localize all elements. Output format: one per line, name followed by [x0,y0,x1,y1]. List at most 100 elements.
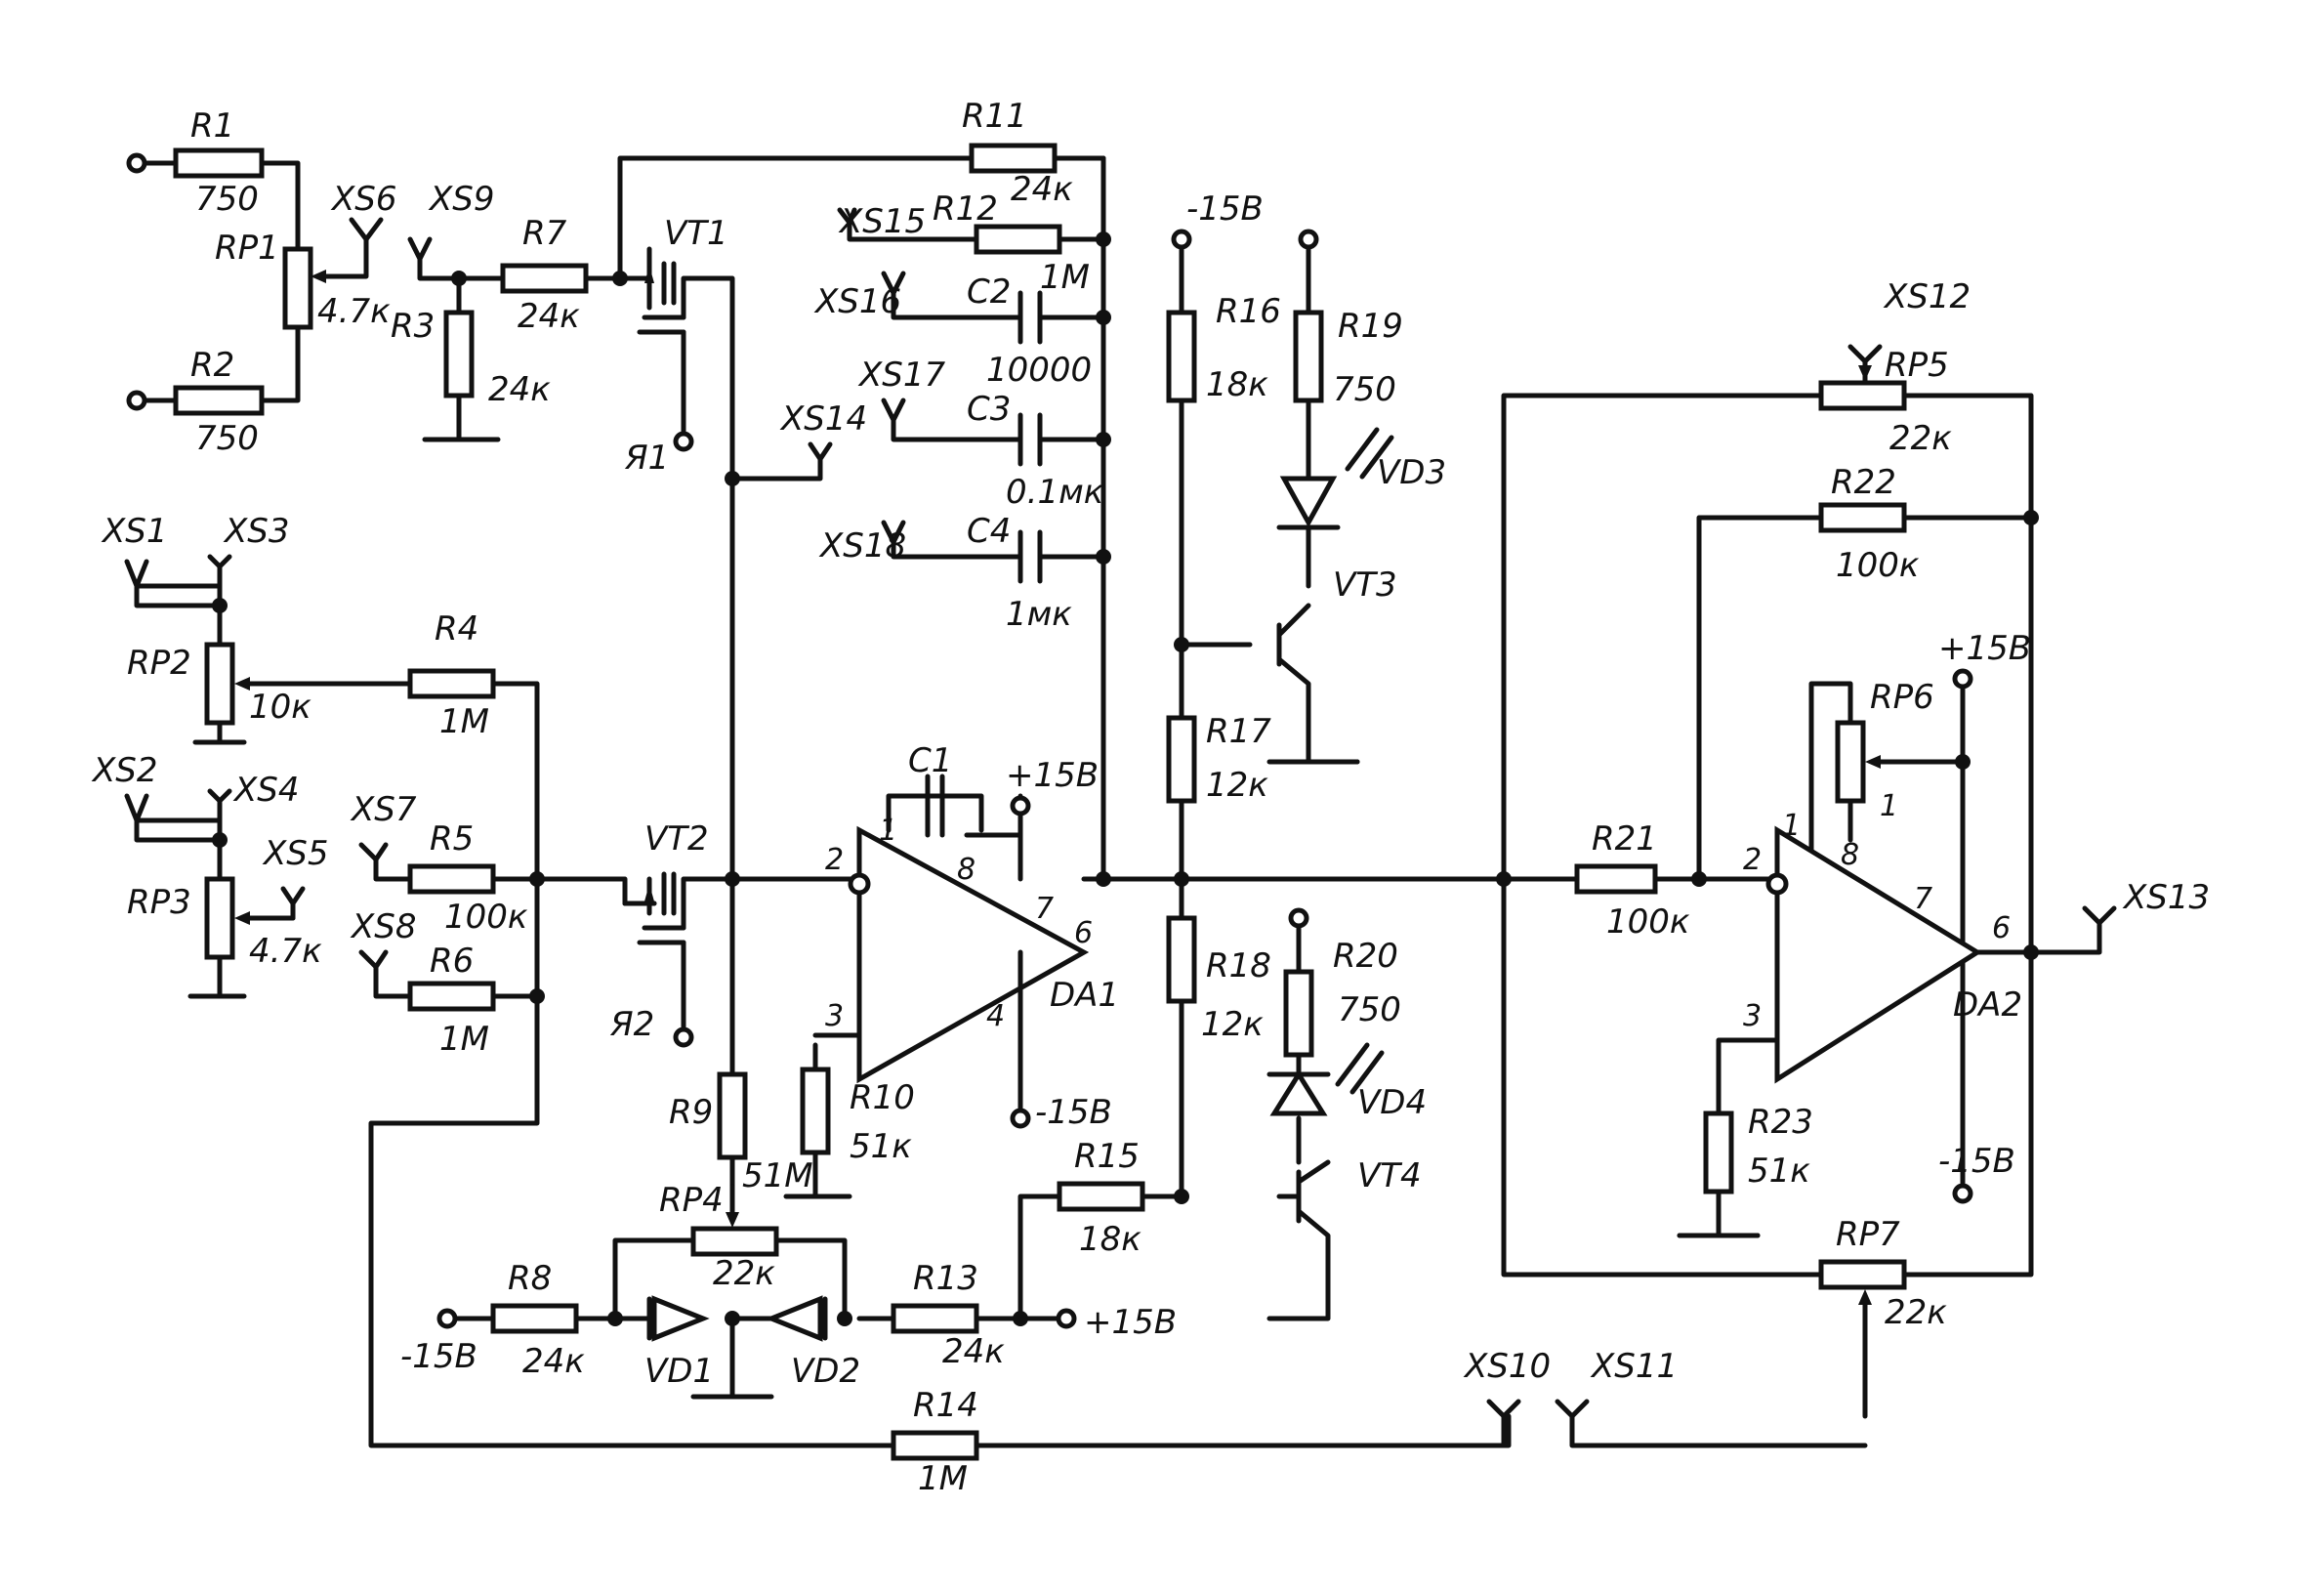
label-xs16: XS16 [813,282,901,321]
pin-da1-3: 3 [825,999,844,1033]
label-vt1: VT1 [664,214,728,253]
resistor-r9 [717,1071,748,1160]
label-rp2-ref: RP2 [127,644,191,683]
transistor-vt1 [637,246,691,335]
op-amp-da1 [856,825,1090,1084]
label-r6-ref: R6 [430,942,474,981]
label-c1: C1 [908,741,952,780]
label-rp2-value: 10к [249,688,311,727]
label-xs3: XS3 [223,512,290,551]
label-vd1: VD1 [644,1352,714,1391]
op-amp-da2 [1774,825,1982,1084]
resistor-r18 [1166,915,1197,1004]
label-xs5: XS5 [262,834,329,873]
label-r22-value: 100к [1836,546,1920,585]
capacitor-c1 [925,774,945,838]
label-vt2: VT2 [644,819,709,859]
pin-da1-4: 4 [986,999,1005,1033]
resistor-r10 [800,1067,831,1155]
label-vd2: VD2 [791,1352,860,1391]
label-r1-value: 750 [195,180,259,219]
label-r23-ref: R23 [1748,1103,1813,1142]
pin-da1-1: 1 [879,814,897,848]
label-rp1-value: 4.7к [317,292,391,331]
label-r2-value: 750 [195,419,259,458]
op-amps [848,825,1982,1084]
capacitor-c3 [1017,412,1043,467]
pin-da1-7: 7 [1035,892,1054,926]
resistor-r15 [1057,1181,1145,1212]
label-r18-ref: R18 [1206,946,1271,985]
label-c2-ref: C2 [967,272,1011,312]
labels: R1 750 R2 750 RP1 4.7к XS6 XS9 R7 24к R3… [91,97,2210,1498]
pin-da1-2: 2 [825,843,844,877]
label-xs11: XS11 [1590,1347,1678,1386]
potentiometer-rp1 [282,246,313,330]
potentiometer-rp2 [204,642,235,726]
resistor-r4 [407,668,496,699]
label-r12-ref: R12 [933,189,998,229]
label-c2-value: 10000 [986,351,1092,390]
resistor-r17 [1166,715,1197,804]
label-r8-ref: R8 [508,1259,552,1298]
label-r15-ref: R15 [1074,1137,1140,1176]
diodes [646,427,1394,1342]
pin-da2-2: 2 [1743,843,1762,877]
pin-da1-6: 6 [1074,916,1093,950]
label-xs14: XS14 [779,399,867,439]
potentiometer-rp7 [1818,1259,1907,1290]
pin-rp6-1: 1 [1880,789,1898,823]
label-pos15-da2: +15В [1938,629,2031,668]
label-r22-ref: R22 [1831,463,1896,502]
resistor-r14 [891,1430,979,1461]
label-xs12: XS12 [1883,277,1971,316]
label-r11-ref: R11 [962,97,1027,136]
label-neg15-da1: -15В [1035,1093,1112,1132]
label-da2: DA2 [1953,985,2022,1025]
resistor-r23 [1703,1110,1734,1194]
potentiometer-rp6 [1835,720,1866,804]
label-r4-ref: R4 [435,609,478,649]
label-vd3: VD3 [1377,453,1446,492]
resistor-r6 [407,981,496,1012]
label-xs4: XS4 [232,771,300,810]
label-da1: DA1 [1050,976,1119,1015]
label-r16-ref: R16 [1216,292,1281,331]
capacitor-c4 [1017,529,1043,584]
label-rp7-ref: RP7 [1836,1215,1900,1254]
label-r19-ref: R19 [1338,307,1403,346]
label-r19-value: 750 [1333,370,1396,409]
label-xs2: XS2 [91,751,158,790]
resistor-r3 [443,310,475,398]
label-r13-ref: R13 [913,1259,978,1298]
label-r17-ref: R17 [1206,712,1271,751]
resistor-r8 [490,1303,579,1334]
label-xs7: XS7 [350,790,417,829]
resistor-r11 [969,143,1058,174]
resistor-r12 [974,224,1062,255]
label-r11-value: 24к [1011,170,1073,209]
pin-da2-8: 8 [1841,838,1859,872]
label-pos15-da1: +15В [1006,756,1099,795]
resistor-r19 [1293,310,1324,403]
resistor-r1 [173,147,265,179]
label-c3-value: 0.1мк [1006,473,1104,512]
label-r15-value: 18к [1079,1220,1141,1259]
label-terminal-a2: Я2 [609,1005,654,1044]
pin-da2-7: 7 [1914,882,1932,916]
label-vd4: VD4 [1357,1083,1427,1122]
label-r20-value: 750 [1338,990,1401,1029]
label-r5-value: 100к [444,898,528,937]
label-xs8: XS8 [350,907,417,946]
ground-symbols [1276,759,1761,1238]
label-neg15-r8: -15В [400,1337,477,1376]
label-xs18: XS18 [818,526,906,566]
label-r23-value: 51к [1748,1152,1810,1191]
label-rp7-value: 22к [1885,1293,1947,1332]
label-c4-value: 1мк [1006,595,1072,634]
resistor-r5 [407,863,496,895]
label-r16-value: 18к [1206,365,1268,404]
resistor-r22 [1818,502,1907,533]
junctions [212,231,2039,1326]
